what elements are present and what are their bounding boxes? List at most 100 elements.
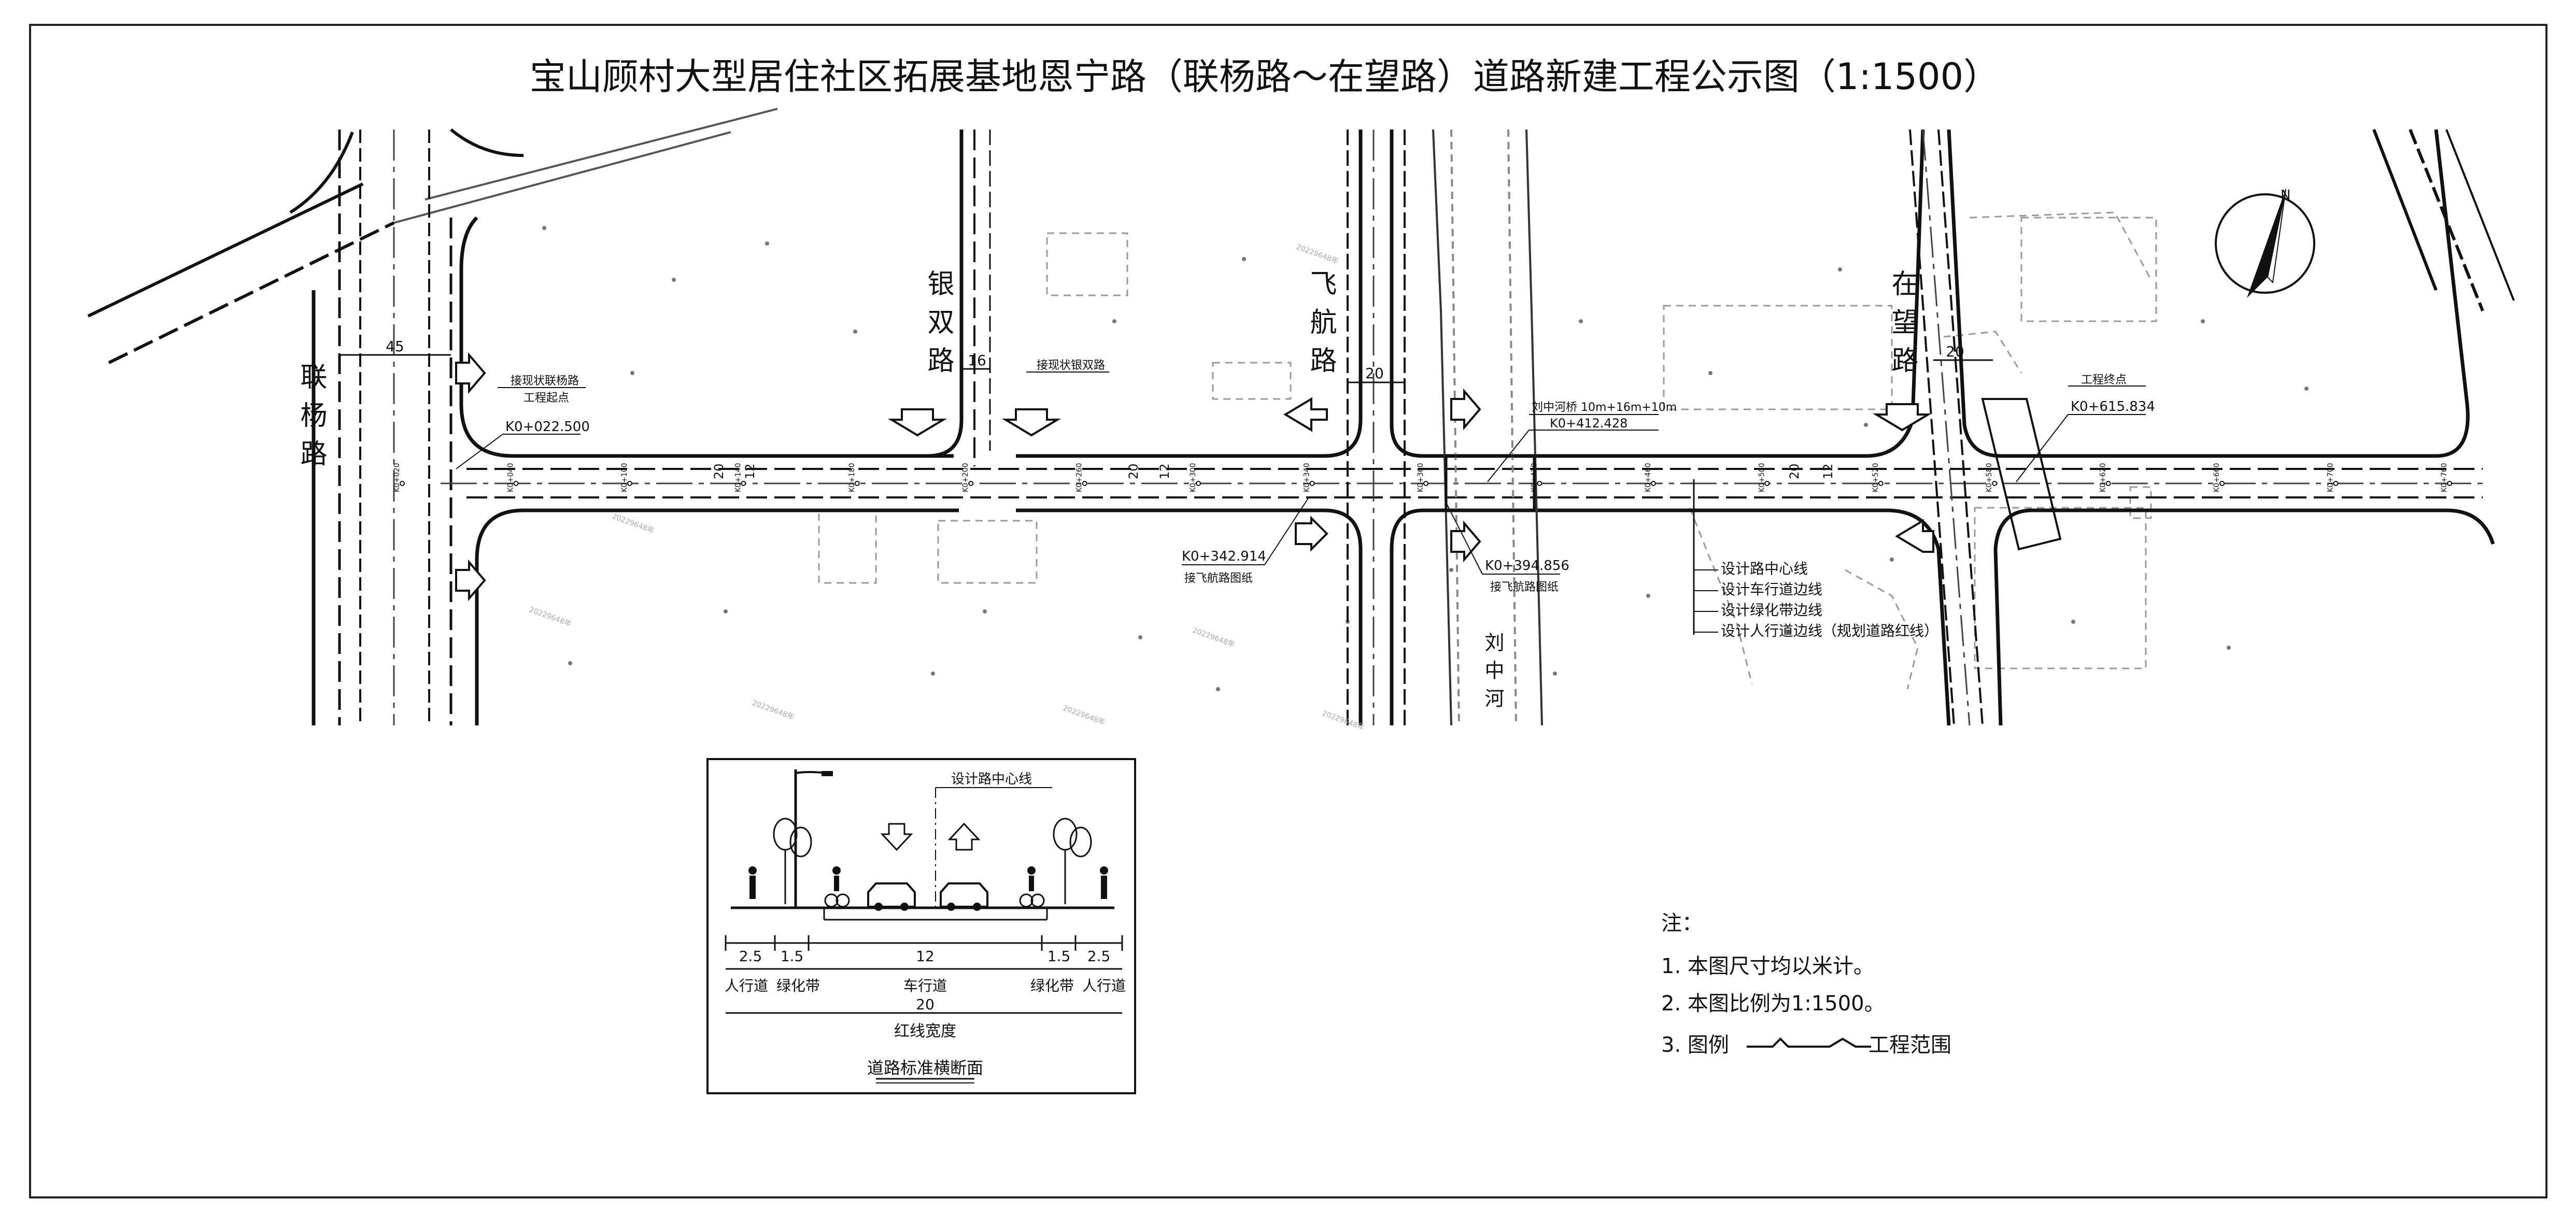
section-part-2: 绿化带 [776,977,820,994]
start-note: 接现状联杨路 [511,375,579,388]
drawing-title: 宝山顾村大型居住社区拓展基地恩宁路（联杨路～在望路）道路新建工程公示图（1:15… [530,55,2000,98]
bridge-chainage: K0+412.428 [1550,416,1627,431]
station-marker [1878,481,1884,486]
dim-zaiwang: 20 [1946,343,1964,360]
section-dim-1: 2.5 [739,948,762,965]
section-part-4: 绿化带 [1030,977,1074,994]
plan-view [87,108,2515,726]
station-label: K0+020 [393,463,401,492]
feihang-left-chainage: K0+342.914 [1182,549,1266,564]
lianyang-road [312,130,959,725]
legend-line-2: 设计车行道边线 [1721,581,1822,598]
section-part-1: 人行道 [725,977,768,994]
feihang-road [1347,130,1406,725]
station-marker [1196,481,1201,486]
station-marker [1309,481,1315,486]
station-label: K0+760 [2440,463,2448,492]
station-marker [1650,481,1656,486]
note-3: 3. 图例 [1661,1033,1729,1057]
station-label: K0+500 [1758,463,1766,492]
end-chainage: K0+615.834 [2071,399,2155,415]
end-marker-box [1981,398,2062,551]
station-label: K0+520 [1872,463,1880,492]
survey-dots [542,226,2309,691]
feihang-right-note: 接飞航路图纸 [1490,581,1559,594]
legend-line-4: 设计人行道边线（规划道路红线） [1721,622,1938,639]
station-marker [1537,481,1542,486]
label-zaiwang: 在望路 [1887,269,1918,384]
station-label: K0+660 [2213,463,2221,492]
sheet-border [29,24,2547,1198]
legend-range-icon [1747,1037,1871,1048]
section-dim-4: 1.5 [1048,948,1071,965]
width-dims: 45 16 20 20 20 12 20 12 20 12 [339,338,1993,479]
station-marker [741,481,746,486]
svg-text:20229648年: 20229648年 [1192,626,1236,649]
dim-lianyang: 45 [386,338,404,355]
station-marker [1764,481,1770,486]
station-label: K0+100 [620,463,629,492]
callouts: 接现状联杨路 工程起点 K0+022.500 接现状银双路 K0+342.914… [456,359,2155,639]
enning-road [441,129,2495,726]
legend-line-3: 设计绿化带边线 [1721,602,1822,619]
station-marker [2333,481,2339,486]
station-label: K0+460 [1644,463,1652,492]
dim-main-2: 12 [743,463,757,479]
bridge-note: 刘中河桥 10m+16m+10m [1532,401,1677,414]
start-chainage: K0+022.500 [505,419,590,435]
station-marker [513,481,519,486]
north-arrow: N [2215,188,2315,298]
svg-text:20229648年: 20229648年 [1321,709,1366,732]
station-label: K0+620 [2099,463,2107,492]
svg-text:20229648年: 20229648年 [751,699,796,722]
station-label: K0+580 [1985,463,1993,492]
section-dim-5: 2.5 [1087,948,1111,965]
north-label: N [2281,188,2290,203]
station-label: K0+260 [1075,463,1084,492]
dim-yinshuang: 16 [968,352,986,369]
label-yinshuang: 银双路 [923,269,954,384]
svg-text:20229648年: 20229648年 [1295,243,1340,266]
station-marker [2105,481,2111,486]
note-2: 2. 本图比例为1:1500。 [1661,992,1885,1016]
section-title: 道路标准横断面 [867,1058,983,1078]
station-marker [1992,481,1998,486]
dim-feihang: 20 [1365,365,1384,382]
svg-text:20229648年: 20229648年 [611,512,656,535]
dim-main-4: 12 [1157,463,1172,479]
note-1: 1. 本图尺寸均以米计。 [1661,954,1874,978]
cross-section-panel: 设计路中心线 [706,758,1136,1094]
notes: 注： 1. 本图尺寸均以米计。 2. 本图比例为1:1500。 3. 图例 工程… [1661,911,1951,1057]
station-label: K0+200 [961,463,970,492]
label-lianyang: 联杨路 [295,363,327,478]
far-right-road [2372,128,2515,312]
lianyang-diagonal-road [87,108,778,364]
station-marker [400,481,405,486]
legend-line-1: 设计路中心线 [1721,560,1808,577]
station-label: K0+040 [506,463,515,492]
end-label: 工程终点 [2081,374,2127,387]
station-marker [627,481,632,486]
section-part-3: 车行道 [903,977,947,994]
section-total-label: 红线宽度 [894,1022,956,1040]
direction-arrows [455,352,1934,602]
dim-main-6: 12 [1821,463,1835,479]
dim-main-1: 20 [712,463,726,479]
dim-main-5: 20 [1787,463,1802,479]
station-marker [968,481,974,486]
section-centerline-label: 设计路中心线 [951,772,1032,787]
feihang-right-chainage: K0+394.856 [1485,558,1569,574]
notes-heading: 注： [1661,911,1703,935]
label-feihang: 飞航路 [1305,269,1336,384]
dim-main-3: 20 [1126,463,1141,479]
station-label: K0+300 [1189,463,1197,492]
start-label: 工程起点 [523,392,569,405]
station-label: K0+140 [734,463,742,492]
station-marker [2447,481,2452,486]
svg-text:20229648年: 20229648年 [1062,704,1107,727]
zaiwang-road [1909,129,1984,726]
station-label: K0+360 [1417,463,1425,492]
section-dim-3: 12 [916,948,935,965]
